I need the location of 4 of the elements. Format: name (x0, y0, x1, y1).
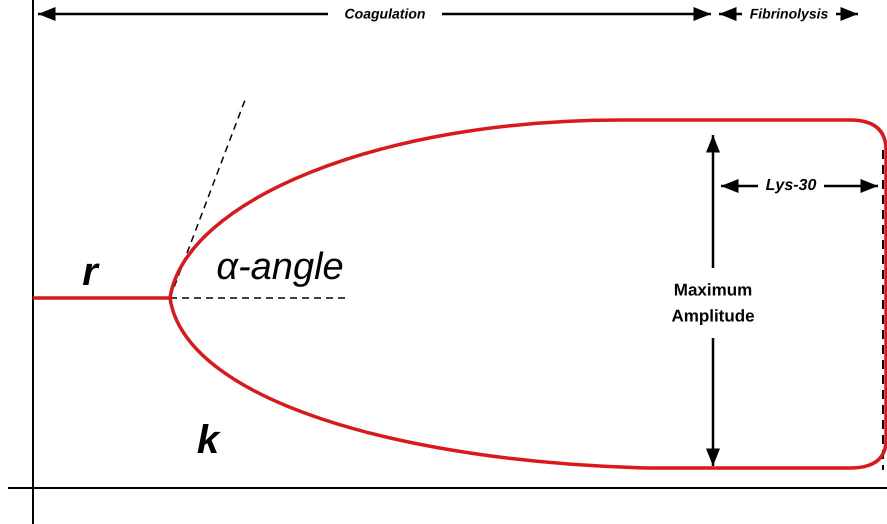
measurement-label: Lys-30 (764, 177, 818, 195)
parameter-label: α-angle (215, 247, 345, 289)
phase-label: Fibrinolysis (748, 6, 830, 22)
phase-label: Coagulation (342, 6, 428, 22)
